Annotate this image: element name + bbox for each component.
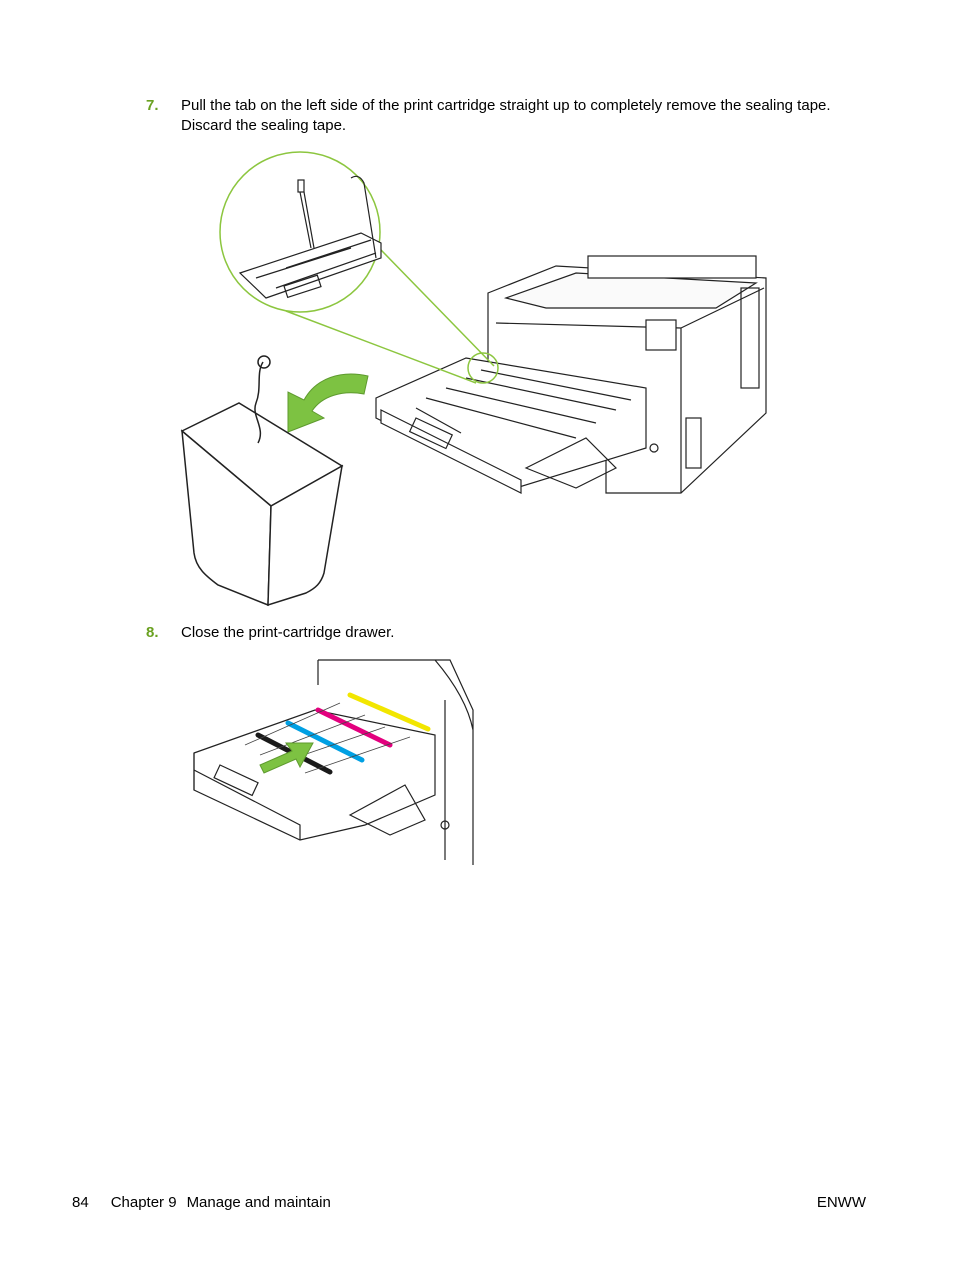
tape-tab xyxy=(297,179,305,193)
green-arrow-icon xyxy=(287,373,369,433)
close-drawer-illustration xyxy=(193,659,474,865)
printer-top xyxy=(503,272,758,309)
step-instruction: Pull the tab on the left side of the pri… xyxy=(181,97,831,134)
control-panel xyxy=(645,319,677,351)
sealing-tape-strip xyxy=(254,361,264,444)
detail-callout xyxy=(219,151,499,384)
step-instruction: Close the print-cartridge drawer. xyxy=(181,624,395,641)
cyan-toner-stripe xyxy=(285,720,365,763)
printer-body xyxy=(318,659,474,865)
step-number: 8. xyxy=(146,624,159,641)
output-tray xyxy=(587,255,757,279)
magenta-toner-stripe xyxy=(315,707,393,748)
green-arrow-icon xyxy=(259,742,314,774)
remove-sealing-tape-illustration xyxy=(180,151,767,607)
footer-locale: ENWW xyxy=(816,1194,866,1211)
chapter-label: Chapter 9 xyxy=(110,1194,177,1211)
yellow-toner-stripe xyxy=(347,692,431,732)
waste-bin-icon xyxy=(180,355,344,607)
callout-target-circle xyxy=(467,352,499,384)
cartridge-drawer xyxy=(193,709,436,841)
footer-left: 84 Chapter 9 Manage and maintain xyxy=(72,1193,331,1213)
sealing-tape-ring xyxy=(257,355,271,369)
step-number: 7. xyxy=(146,97,159,114)
page-number: 84 xyxy=(72,1194,89,1211)
chapter-title: Manage and maintain xyxy=(186,1194,331,1211)
cartridge-drawer xyxy=(375,357,647,489)
